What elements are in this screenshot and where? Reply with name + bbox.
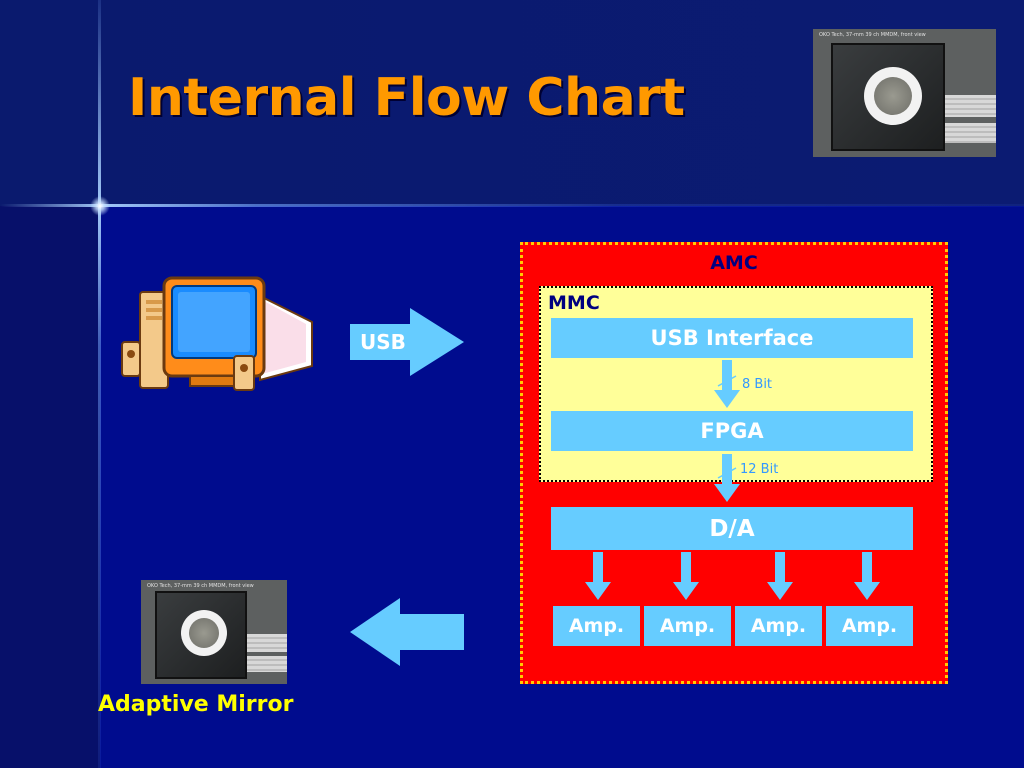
usb-interface-block: USB Interface bbox=[551, 318, 913, 358]
usb-arrow bbox=[350, 308, 464, 376]
adaptive-mirror-label: Adaptive Mirror bbox=[98, 692, 294, 717]
computer-icon bbox=[121, 276, 313, 391]
amp-block-3: Amp. bbox=[735, 606, 822, 646]
mirror-photo-top: OKO Tech, 37-mm 39 ch MMDM, front view bbox=[813, 29, 996, 157]
ribbon-cable bbox=[938, 123, 996, 143]
left-band bbox=[0, 206, 100, 768]
amp-block-2: Amp. bbox=[644, 606, 731, 646]
bus-arrow-12bit bbox=[714, 454, 740, 502]
slide-title: Internal Flow Chart bbox=[128, 68, 685, 128]
lens-flare-vertical bbox=[98, 0, 101, 768]
amp-arrow-1 bbox=[585, 552, 611, 600]
amp-arrow-4 bbox=[854, 552, 880, 600]
da-block: D/A bbox=[551, 507, 913, 550]
photo-caption: OKO Tech, 37-mm 39 ch MMDM, front view bbox=[819, 32, 926, 38]
amp-block-4: Amp. bbox=[826, 606, 913, 646]
ribbon-cable bbox=[933, 95, 996, 117]
amp-arrow-3 bbox=[767, 552, 793, 600]
mirror-lens bbox=[189, 618, 219, 648]
ribbon-cable bbox=[241, 656, 287, 672]
amp-block-1: Amp. bbox=[553, 606, 640, 646]
fpga-block: FPGA bbox=[551, 411, 913, 451]
mmc-label: MMC bbox=[548, 292, 600, 314]
amc-label: AMC bbox=[710, 252, 758, 274]
bus-label-12bit: 12 Bit bbox=[740, 462, 779, 477]
lens-flare-star bbox=[90, 196, 110, 216]
ribbon-cable bbox=[237, 634, 287, 652]
bus-arrow-8bit bbox=[714, 360, 740, 408]
bus-label-8bit: 8 Bit bbox=[742, 377, 773, 392]
mirror-photo-bottom: OKO Tech, 37-mm 39 ch MMDM, front view bbox=[141, 580, 287, 684]
return-arrow bbox=[350, 598, 464, 666]
photo-caption: OKO Tech, 37-mm 39 ch MMDM, front view bbox=[147, 583, 254, 589]
amp-arrow-2 bbox=[673, 552, 699, 600]
usb-label: USB bbox=[360, 330, 406, 354]
lens-flare-horizontal bbox=[0, 204, 1024, 207]
mirror-lens bbox=[874, 77, 912, 115]
